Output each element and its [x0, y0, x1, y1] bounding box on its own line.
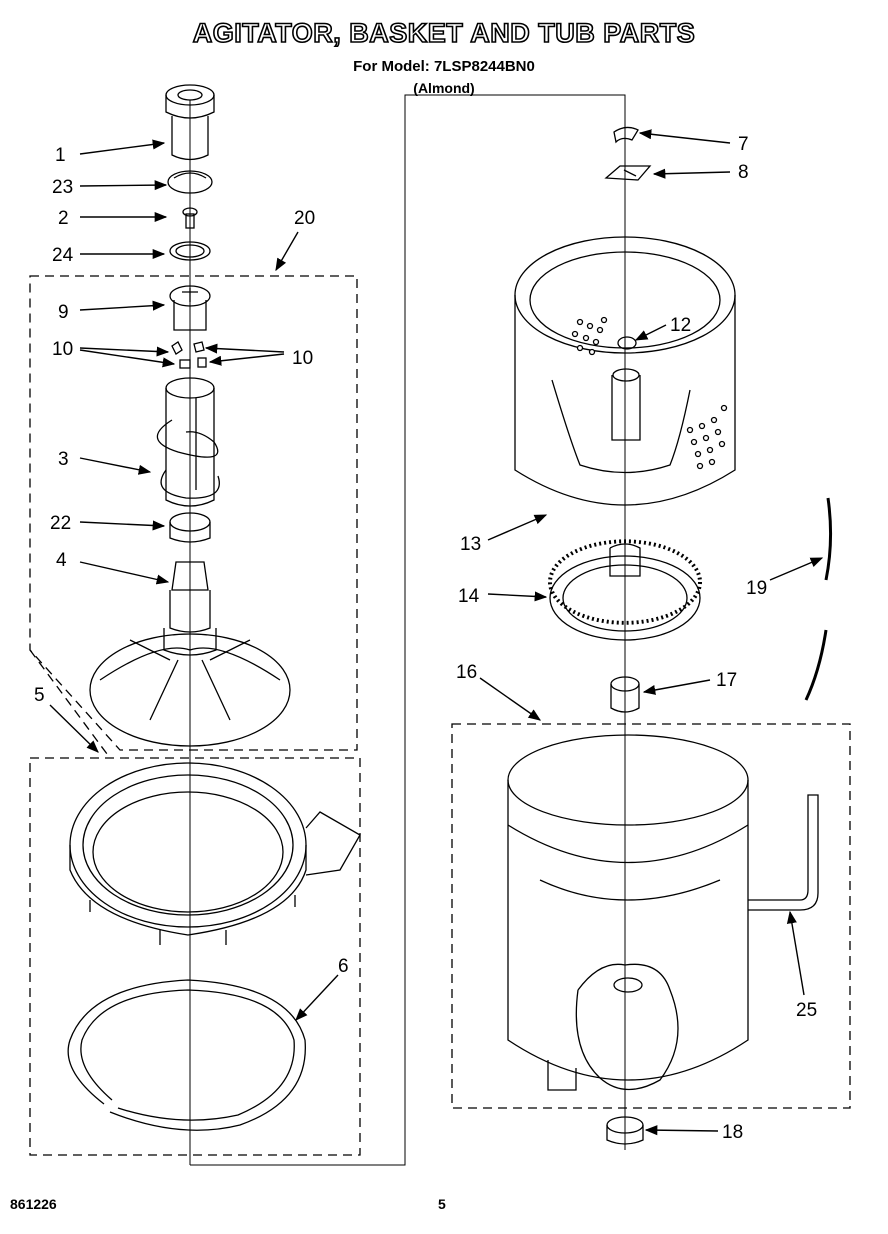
callout-8: 8 [738, 162, 749, 183]
part-16-outer-tub [507, 734, 749, 1091]
leader-arrows [49, 129, 824, 1136]
callout-16: 16 [456, 662, 477, 683]
callout-13: 13 [460, 534, 481, 555]
callout-17: 17 [716, 670, 737, 691]
part-1-agitator-cap [165, 84, 215, 161]
part-17-nut [610, 676, 640, 713]
group-box-16 [451, 723, 851, 1109]
callout-5: 5 [34, 685, 45, 706]
part-24-o-ring [169, 241, 211, 261]
part-19-hose [804, 497, 833, 701]
document-number: 861226 [10, 1196, 57, 1212]
callout-18: 18 [722, 1122, 743, 1143]
part-13-spin-basket [514, 236, 736, 506]
callout-2: 2 [58, 208, 69, 229]
group-box-5 [29, 757, 361, 1156]
callout-1: 1 [55, 145, 66, 166]
part-9-dog-cover [169, 285, 211, 331]
callout-22: 22 [50, 513, 71, 534]
callout-19: 19 [746, 578, 767, 599]
callout-23: 23 [52, 177, 73, 198]
color-subtitle: (Almond) [413, 80, 475, 96]
page-number: 5 [438, 1196, 446, 1212]
callout-10-right: 10 [292, 348, 313, 369]
group-box-20 [29, 275, 358, 751]
part-6-snubber-ring [67, 979, 306, 1131]
callout-4: 4 [56, 550, 67, 571]
callout-7: 7 [738, 134, 749, 155]
part-8-retainer [604, 165, 652, 181]
part-4-agitator-base [89, 561, 291, 747]
callout-9: 9 [58, 302, 69, 323]
callout-12: 12 [670, 315, 691, 336]
callout-labels: 1 23 2 24 20 9 10 10 3 22 4 5 6 7 8 12 1… [34, 134, 817, 1143]
part-2-bolt [182, 207, 198, 229]
callout-3: 3 [58, 449, 69, 470]
center-line-left [189, 94, 626, 1166]
part-7-clip [613, 126, 639, 144]
page-title: AGITATOR, BASKET AND TUB PARTS [192, 17, 696, 49]
callout-25: 25 [796, 1000, 817, 1021]
callout-20: 20 [294, 208, 315, 229]
part-10-dogs [171, 341, 207, 369]
part-25-drain-hose [748, 794, 819, 911]
part-18-seal [606, 1116, 644, 1145]
part-3-auger [156, 377, 220, 507]
part-14-drive-block [548, 539, 702, 641]
callout-24: 24 [52, 245, 74, 266]
part-22-coupling [169, 512, 211, 543]
callout-10-left: 10 [52, 339, 73, 360]
part-5-tub-ring [69, 762, 361, 945]
model-subtitle: For Model: 7LSP8244BN0 [353, 58, 535, 75]
dashed-lead-5 [29, 649, 111, 759]
part-23-cap-seal [167, 170, 213, 194]
basket-holes [571, 316, 728, 470]
callout-14: 14 [458, 586, 480, 607]
callout-6: 6 [338, 956, 349, 977]
